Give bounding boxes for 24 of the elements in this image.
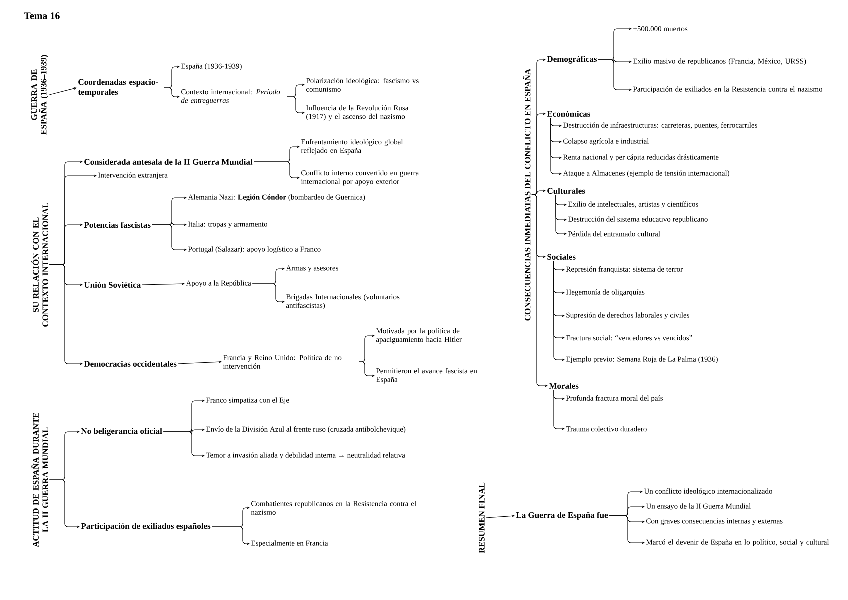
topic-heading: No beligerancia oficial [81,428,162,436]
topic-heading: La Guerra de España fue [516,512,608,520]
topic-heading: Unión Soviética [84,282,141,288]
topic-heading: Económicas [547,111,590,117]
topic-heading: Morales [549,383,579,389]
arrow [532,190,546,196]
topic-heading: Democracias occidentales [84,361,177,367]
arrow [178,360,222,364]
section-heading: ACTITUD DE ESPAÑA DURANTE LA II GUERRA MUNDIAL [32,413,48,548]
arrow [49,87,77,96]
topic-heading: Potencias fascistas [84,222,151,228]
section-heading: SU RELACIÓN CON EL CONTEXTO INTERNACIONAL [32,203,48,327]
section-heading: CONSECUENCIAS INMEDIATAS DEL CONFLICTO EN ESPAÑA [523,68,531,321]
section-heading: GUERRA DE ESPAÑA (1936–1939) [32,55,48,135]
topic-heading: Demográficas [547,56,598,64]
topic-heading: Sociales [548,254,576,260]
arrow [142,282,185,286]
arrow [486,514,515,518]
topic-heading: Coordenadas espacio-temporales [78,79,158,97]
topic-heading: Participación de exiliados españoles [81,523,211,531]
topic-heading: Culturales [548,188,586,194]
title: Tema 16 [24,12,60,20]
section-heading: RESUMEN FINAL [479,482,485,554]
topic-heading: Considerada antesala de la II Guerra Mundial [84,159,253,165]
